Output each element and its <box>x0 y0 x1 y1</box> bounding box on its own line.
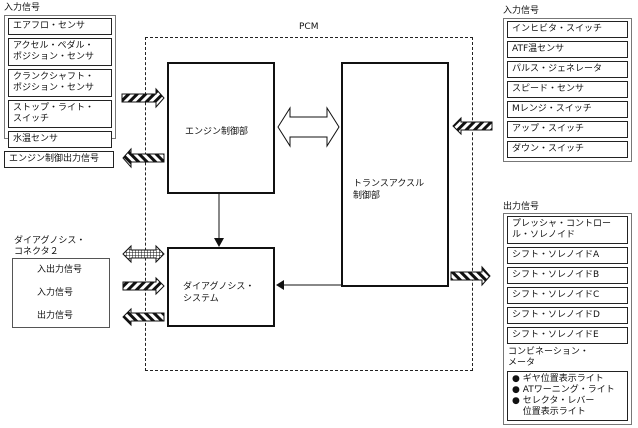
right-input-item: Mレンジ・スイッチ <box>507 101 628 118</box>
diagnosis-system-label: ダイアグノシス・ システム <box>183 282 255 304</box>
right-input-item: ATF温センサ <box>507 41 628 58</box>
io-arrow-bidirectional <box>122 244 165 264</box>
engine-control-label: エンジン制御部 <box>185 127 249 137</box>
transaxle-control-label: トランスアクスル 制御部 <box>353 179 425 201</box>
input-arrow-right <box>122 276 165 296</box>
output-arrow-left <box>122 147 165 169</box>
right-outputs-group: プレッシャ・コントロー ル・ソレノイド シフト・ソレノイドA シフト・ソレノイド… <box>503 213 632 425</box>
combo-item: ● ATワーニング・ライト <box>512 385 615 395</box>
pcm-label: PCM <box>299 22 319 32</box>
pcm-boundary <box>145 37 473 371</box>
left-inputs-title: 入力信号 <box>4 3 41 13</box>
left-input-item: エアフロ・センサ <box>8 18 112 35</box>
diag-connector-box: 入出力信号 入力信号 出力信号 <box>12 258 110 328</box>
input-arrow-right <box>121 87 165 109</box>
left-input-item: 水温センサ <box>8 131 112 148</box>
right-input-item: インヒビタ・スイッチ <box>507 21 628 38</box>
left-input-item: クランクシャフト・ ポジション・センサ <box>8 69 112 97</box>
right-output-item: シフト・ソレノイドC <box>507 287 628 304</box>
diag-connector-title: ダイアグノシス・ コネクタ２ <box>14 236 86 257</box>
diag-row: 入出力信号 <box>37 265 83 275</box>
combination-meter-list: ● ギヤ位置表示ライト ● ATワーニング・ライト ● セレクタ・レバー 位置表… <box>507 371 628 421</box>
combo-item: ● セレクタ・レバー 位置表示ライト <box>512 396 595 417</box>
output-arrow-left <box>122 307 165 327</box>
combo-item: ● ギヤ位置表示ライト <box>512 374 604 384</box>
left-inputs-group: エアフロ・センサ アクセル・ペダル・ ポジション・センサ クランクシャフト・ ポ… <box>4 15 116 148</box>
right-input-item: ダウン・スイッチ <box>507 141 628 158</box>
bullet-icon: ● <box>512 396 520 406</box>
engine-output-signal-box: エンジン制御出力信号 <box>4 151 114 168</box>
right-input-item: パルス・ジェネレータ <box>507 61 628 78</box>
arrowhead-left <box>276 280 284 290</box>
diag-row: 出力信号 <box>37 311 74 321</box>
right-output-item: シフト・ソレノイドA <box>507 247 628 264</box>
right-output-item: シフト・ソレノイドD <box>507 307 628 324</box>
right-output-item: シフト・ソレノイドB <box>507 267 628 284</box>
right-output-item: プレッシャ・コントロー ル・ソレノイド <box>507 216 628 244</box>
engine-control-block: エンジン制御部 <box>167 62 275 194</box>
diag-row: 入力信号 <box>37 288 74 298</box>
right-inputs-title: 入力信号 <box>503 6 540 16</box>
diagnosis-system-block: ダイアグノシス・ システム <box>167 247 275 327</box>
input-arrow-left <box>452 116 493 136</box>
right-input-item: アップ・スイッチ <box>507 121 628 138</box>
right-outputs-title: 出力信号 <box>503 202 540 212</box>
right-output-item: シフト・ソレノイドE <box>507 327 628 344</box>
left-input-item: アクセル・ペダル・ ポジション・センサ <box>8 38 112 66</box>
right-input-item: スピード・センサ <box>507 81 628 98</box>
arrowhead-down <box>214 238 224 247</box>
double-arrow-engine-transaxle <box>277 106 340 148</box>
right-inputs-group: インヒビタ・スイッチ ATF温センサ パルス・ジェネレータ スピード・センサ M… <box>503 18 632 162</box>
combination-meter-title: コンビネーション・ メータ <box>508 347 589 368</box>
transaxle-control-block: トランスアクスル 制御部 <box>341 62 449 287</box>
output-arrow-right <box>450 265 491 287</box>
left-input-item: ストップ・ライト・ スイッチ <box>8 100 112 128</box>
bullet-icon: ● <box>512 374 520 384</box>
bullet-icon: ● <box>512 385 520 395</box>
